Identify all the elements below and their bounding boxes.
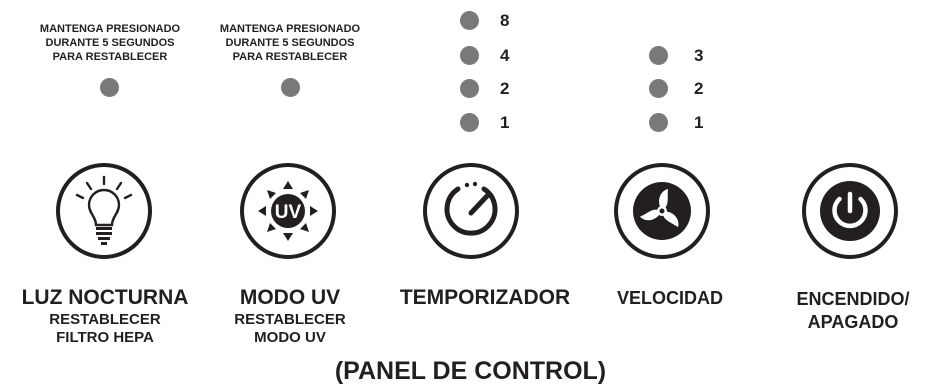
timer-dial-icon: [444, 181, 498, 236]
speed-label: VELOCIDAD: [616, 288, 723, 308]
timer-button[interactable]: [423, 163, 519, 259]
speed-led-1: [649, 113, 668, 132]
timer-level-label-4: 4: [500, 46, 510, 65]
uv-mode-button[interactable]: UV: [240, 163, 336, 259]
speed-led-3: [649, 46, 668, 65]
timer-level-label-1: 1: [500, 113, 510, 132]
reset-indicator-led-uv: [281, 78, 300, 97]
power-label: ENCENDIDO/ APAGADO: [796, 289, 910, 332]
timer-led-2: [460, 79, 479, 98]
fan-icon: [633, 182, 691, 240]
timer-label: TEMPORIZADOR: [399, 286, 571, 309]
night-light-sublabel: RESTABLECER FILTRO HEPA: [49, 311, 161, 346]
lightbulb-icon: [75, 175, 133, 245]
reset-indicator-led-night-light: [100, 78, 119, 97]
speed-led-2: [649, 79, 668, 98]
hold-reset-note-uv: MANTENGA PRESIONADO DURANTE 5 SEGUNDOS P…: [219, 23, 361, 63]
speed-level-label-3: 3: [694, 46, 704, 65]
timer-led-4: [460, 46, 479, 65]
uv-mode-label: MODO UV: [239, 286, 341, 309]
timer-led-1: [460, 113, 479, 132]
night-light-label: LUZ NOCTURNA: [21, 286, 189, 309]
uv-icon-text: UV: [275, 202, 302, 223]
hold-reset-note-night-light: MANTENGA PRESIONADO DURANTE 5 SEGUNDOS P…: [39, 23, 181, 63]
timer-level-label-8: 8: [500, 11, 510, 30]
timer-level-label-2: 2: [500, 79, 510, 98]
uv-sun-icon: UV: [258, 181, 318, 241]
timer-led-8: [460, 11, 479, 30]
speed-button[interactable]: [614, 163, 710, 259]
night-light-button[interactable]: [56, 163, 152, 259]
speed-level-label-1: 1: [694, 113, 704, 132]
speed-level-label-2: 2: [694, 79, 704, 98]
uv-mode-sublabel: RESTABLECER MODO UV: [234, 311, 346, 346]
power-button[interactable]: [802, 163, 898, 259]
power-icon: [820, 181, 880, 241]
panel-title: (PANEL DE CONTROL): [334, 357, 607, 385]
